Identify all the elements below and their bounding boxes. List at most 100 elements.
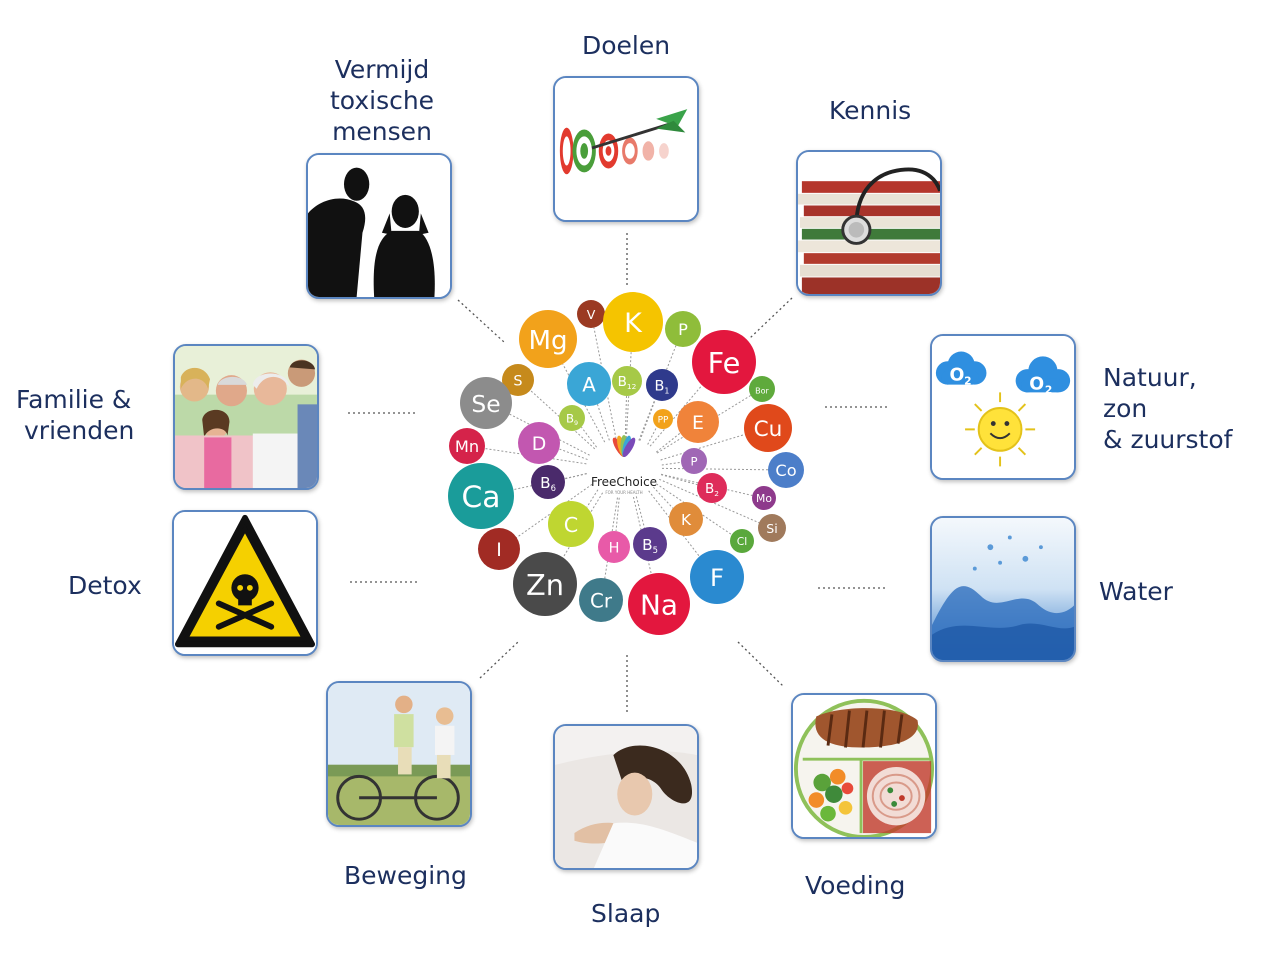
nutrient-circle-mo: Mo	[752, 486, 776, 510]
natuur-card: O 2 O 2	[930, 334, 1076, 480]
svg-text:Mg: Mg	[528, 326, 567, 356]
voeding-card	[791, 693, 937, 839]
nutrient-circle-co: Co	[768, 452, 804, 488]
svg-text:PP: PP	[658, 415, 669, 425]
svg-text:Bor: Bor	[755, 386, 769, 395]
nutrient-connector	[484, 448, 587, 465]
nutrient-connector	[660, 474, 698, 486]
logo-tagline: FOR YOUR HEALTH	[605, 490, 642, 495]
nutrient-connector	[647, 426, 658, 445]
nutrient-connector	[655, 432, 681, 453]
nutrient-connector	[632, 496, 652, 575]
nutrient-circle-d: D	[518, 422, 560, 464]
nutrient-circle-bor: Bor	[749, 376, 775, 402]
svg-text:V: V	[587, 307, 596, 322]
nutrient-connector	[639, 399, 656, 441]
cycling-couple-image	[328, 683, 470, 825]
nutrient-circle-f: F	[690, 550, 744, 604]
nutrient-circle-a: A	[567, 362, 611, 406]
nutrient-circle-b9: B9	[559, 405, 585, 431]
nutrient-circle-se: Se	[460, 377, 512, 429]
nutrient-circle-pp: PP	[653, 409, 673, 429]
nutrient-circle-k: K	[669, 502, 703, 536]
nutrient-circle-p: P	[665, 311, 701, 347]
label-doelen: Doelen	[582, 31, 671, 60]
poison-warning-icon	[174, 512, 316, 654]
nutrient-connector	[615, 497, 620, 532]
svg-text:F: F	[710, 563, 724, 592]
svg-text:Cu: Cu	[754, 417, 783, 442]
label-voeding: Voeding	[805, 871, 906, 900]
nutrient-connector	[564, 472, 587, 480]
svg-text:D: D	[532, 433, 547, 455]
svg-text:Fe: Fe	[708, 346, 741, 380]
nutrient-connector	[635, 496, 645, 529]
kennis-card	[796, 150, 942, 296]
svg-text:Zn: Zn	[526, 568, 564, 602]
nutrient-connector	[580, 426, 598, 448]
nutrient-connector	[661, 467, 769, 471]
label-detox: Detox	[68, 571, 142, 600]
nutrient-circle-s: S	[502, 364, 534, 396]
svg-text:A: A	[582, 373, 596, 396]
nutrient-circle-si: Si	[758, 514, 786, 542]
label-slaap: Slaap	[591, 899, 661, 928]
nutrient-circle-k: K	[603, 292, 663, 352]
svg-text:Mn: Mn	[455, 437, 479, 456]
svg-text:2: 2	[964, 375, 971, 388]
nutrient-connector	[624, 395, 627, 439]
silhouettes-image	[308, 155, 450, 297]
nutrient-circle-b6: B6	[531, 465, 565, 499]
detox-card	[172, 510, 318, 656]
svg-text:Si: Si	[766, 521, 778, 536]
food-plate-image	[793, 695, 935, 837]
svg-text:O: O	[950, 366, 965, 386]
nutrient-connector	[638, 345, 677, 441]
nutrient-connector	[649, 384, 703, 447]
label-kennis: Kennis	[829, 96, 912, 125]
logo-name: FreeChoice	[591, 475, 657, 489]
nutrient-circle-h: H	[598, 531, 630, 563]
svg-text:K: K	[624, 308, 643, 339]
nutrient-connector	[529, 389, 596, 450]
nutrient-circle-p: P	[681, 448, 707, 474]
svg-text:Mo: Mo	[756, 492, 772, 505]
beweging-card	[326, 681, 472, 827]
nutrient-connector	[596, 404, 610, 441]
svg-text:P: P	[690, 454, 697, 468]
svg-text:S: S	[513, 373, 522, 389]
nutrient-connector	[661, 473, 753, 496]
svg-text:P: P	[678, 320, 688, 339]
nutrient-circle-ca: Ca	[448, 463, 514, 529]
svg-text:K: K	[681, 511, 692, 529]
nutrient-circle-i: I	[478, 528, 520, 570]
doelen-card	[553, 76, 699, 222]
sleeping-woman-image	[555, 726, 697, 868]
label-beweging: Beweging	[344, 861, 467, 890]
toxic-people-card	[306, 153, 452, 299]
water-card	[930, 516, 1076, 662]
nutrient-circle-v: V	[577, 300, 605, 328]
nutrient-connector	[516, 483, 593, 538]
svg-text:Cr: Cr	[590, 589, 613, 612]
svg-text:O: O	[1029, 374, 1044, 394]
svg-text:I: I	[496, 539, 502, 561]
label-familie: Familie &vrienden	[16, 385, 135, 445]
nutrient-circle-cu: Cu	[744, 404, 792, 452]
svg-text:E: E	[692, 412, 704, 434]
target-dart-image	[555, 78, 697, 220]
family-photo-image	[175, 346, 317, 488]
nutrient-circle-e: E	[677, 401, 719, 443]
nutrient-circle-c: C	[548, 501, 594, 547]
slaap-card	[553, 724, 699, 870]
svg-text:Co: Co	[775, 461, 796, 480]
nutrient-circle-b1: B1	[646, 369, 678, 401]
nutrient-circle-zn: Zn	[513, 552, 577, 616]
svg-text:C: C	[564, 513, 578, 537]
svg-text:H: H	[609, 540, 620, 556]
